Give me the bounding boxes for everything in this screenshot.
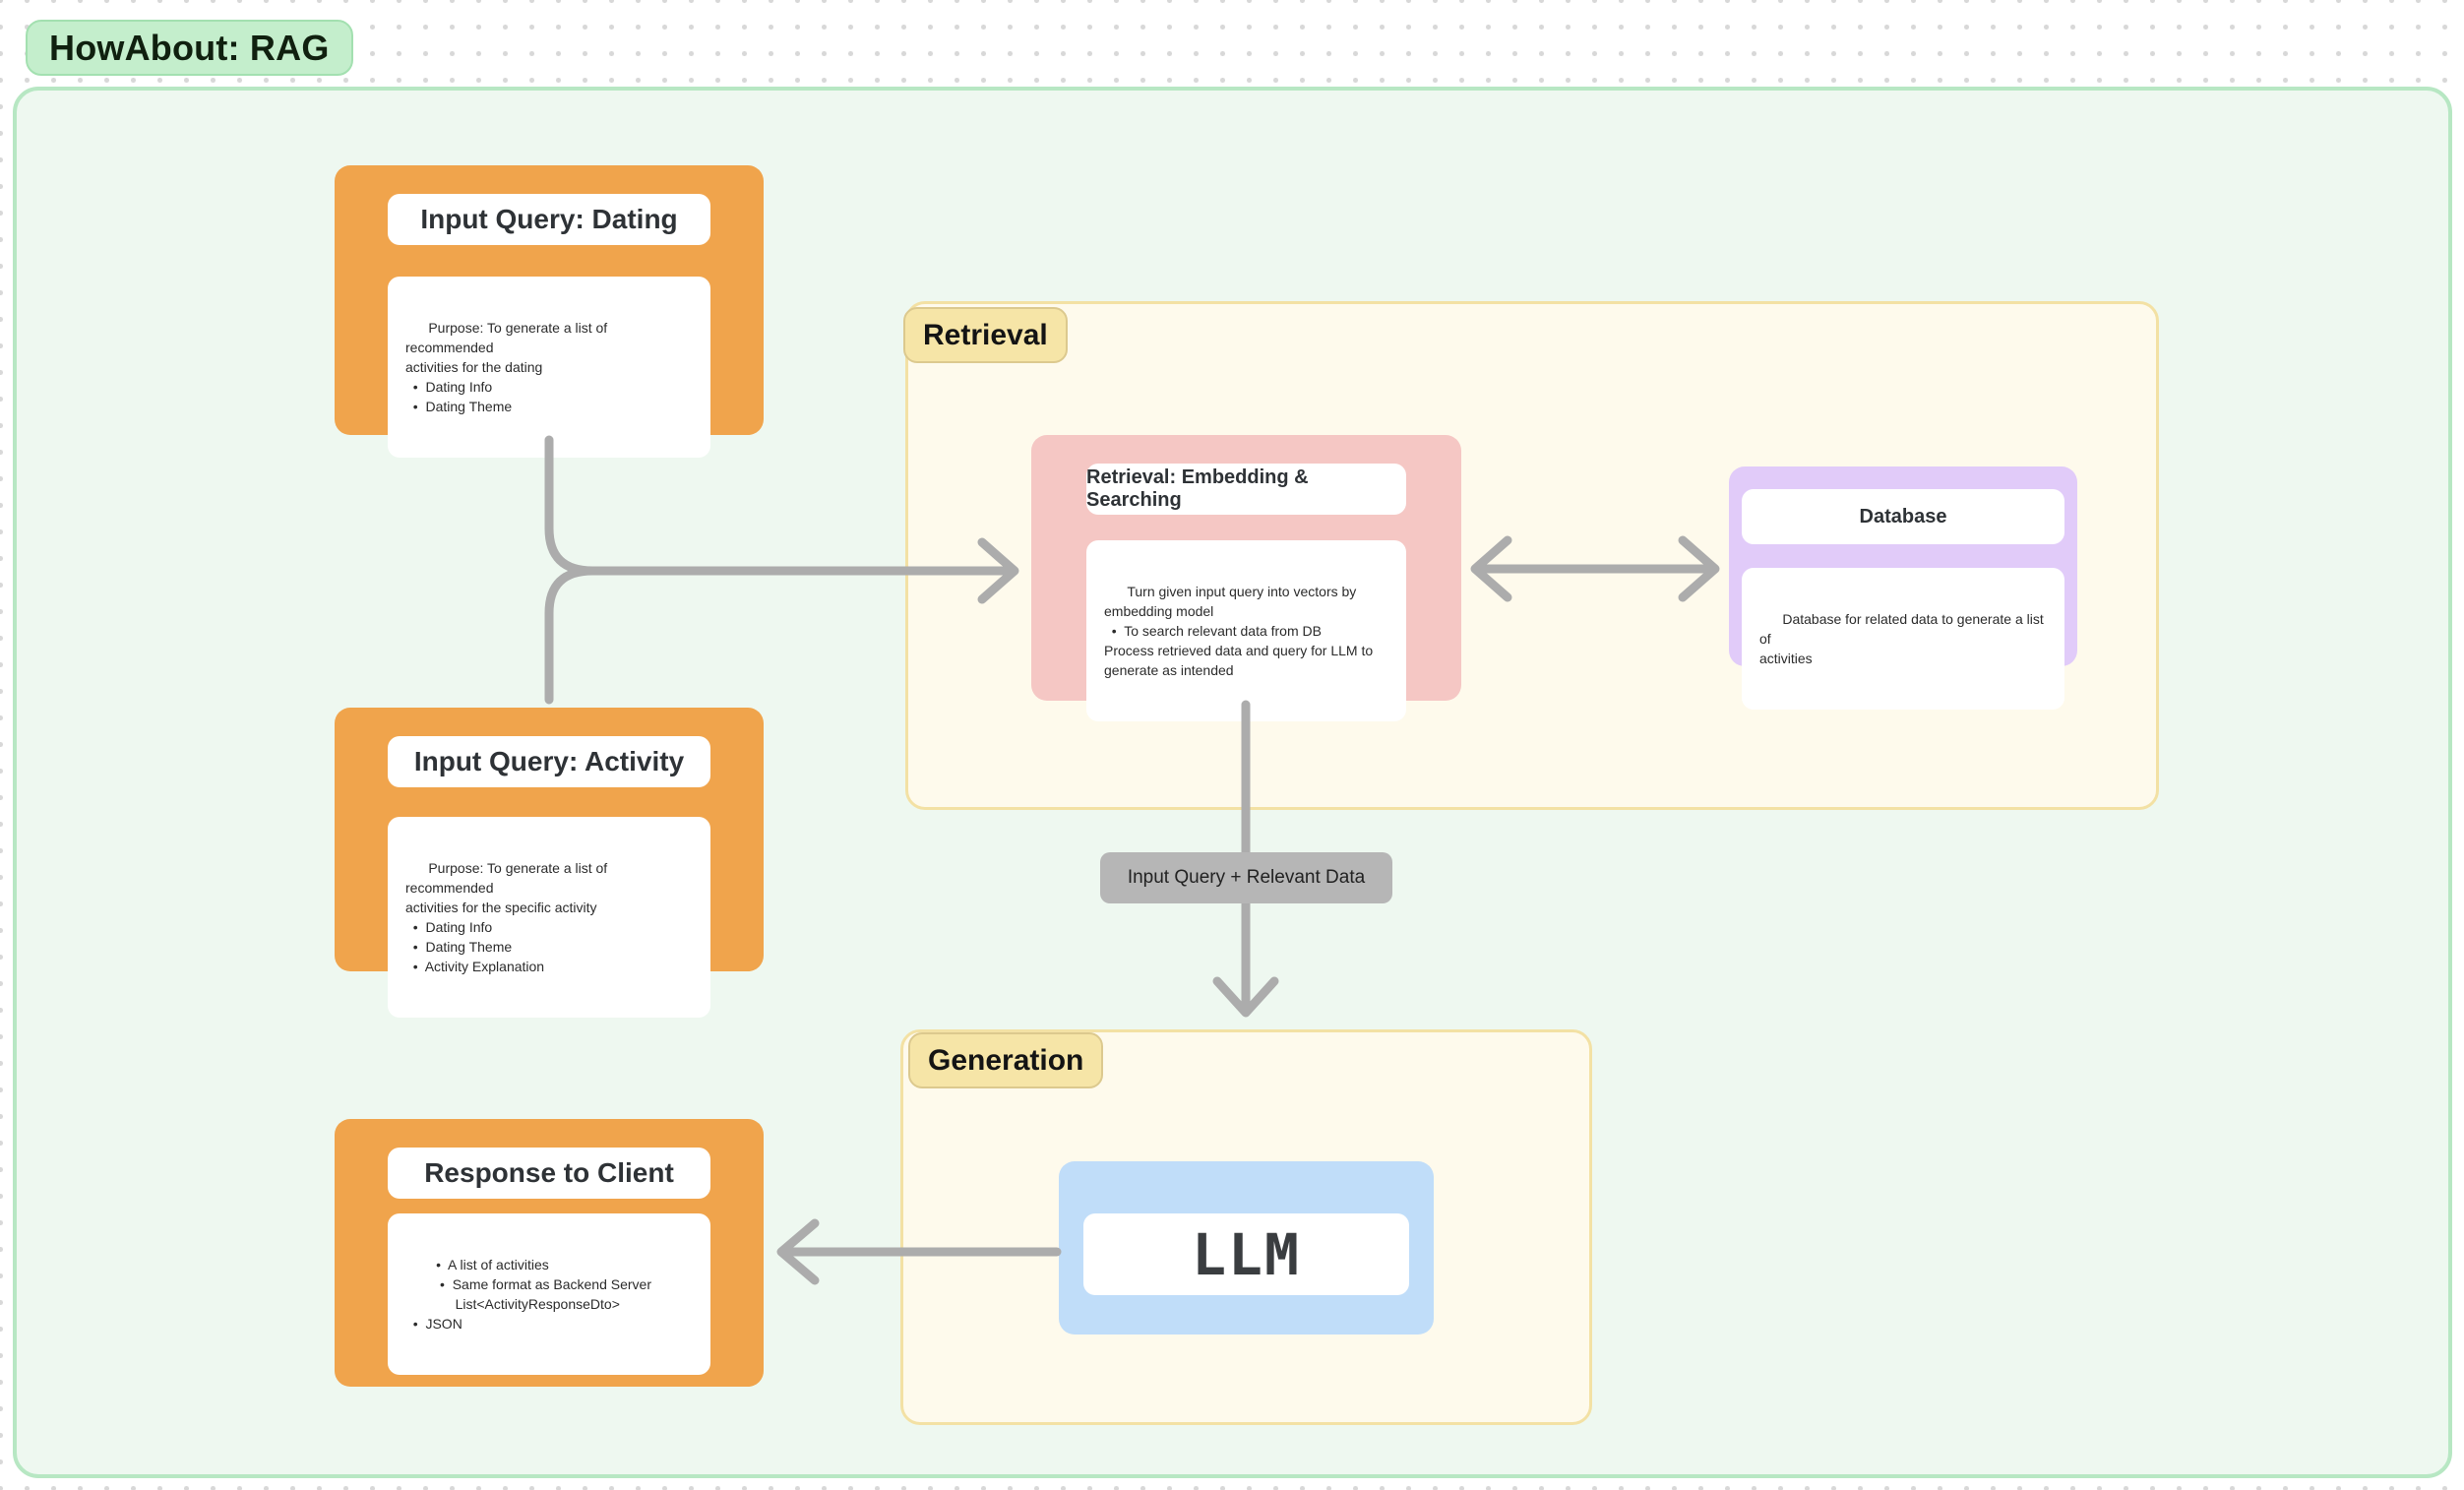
- node-body-text: Purpose: To generate a list of recommend…: [405, 320, 608, 414]
- board-title-text: HowAbout: RAG: [49, 27, 330, 68]
- node-title: Input Query: Activity: [413, 746, 685, 776]
- node-title-card: Retrieval: Embedding & Searching: [1086, 464, 1406, 515]
- node-title-card: Response to Client: [388, 1148, 710, 1199]
- node-body-text: Turn given input query into vectors by e…: [1104, 584, 1374, 678]
- node-title: Database: [1859, 505, 1947, 528]
- node-input-query-activity[interactable]: Input Query: Activity Purpose: To genera…: [335, 708, 764, 1018]
- section-generation-label[interactable]: Generation: [908, 1032, 1104, 1088]
- node-title: LLM: [1192, 1220, 1301, 1288]
- node-database[interactable]: Database Database for related data to ge…: [1729, 466, 2077, 710]
- connector-label-text: Input Query + Relevant Data: [1127, 867, 1366, 888]
- node-title: Response to Client: [424, 1157, 674, 1188]
- node-body-card: Purpose: To generate a list of recommend…: [388, 817, 710, 1018]
- section-label-text: Retrieval: [923, 318, 1048, 351]
- node-title-card: Database: [1742, 489, 2064, 544]
- node-title-card: LLM: [1083, 1213, 1409, 1295]
- node-llm[interactable]: LLM: [1059, 1161, 1434, 1335]
- board-title-tag[interactable]: HowAbout: RAG: [26, 20, 353, 76]
- node-body-text: Database for related data to generate a …: [1759, 611, 2044, 666]
- node-retrieval-embedding-searching[interactable]: Retrieval: Embedding & Searching Turn gi…: [1031, 435, 1461, 721]
- node-body-card: • A list of activities • Same format as …: [388, 1213, 710, 1375]
- node-title-card: Input Query: Activity: [388, 736, 710, 787]
- node-title-card: Input Query: Dating: [388, 194, 710, 245]
- section-label-text: Generation: [928, 1043, 1084, 1077]
- node-response-to-client[interactable]: Response to Client • A list of activitie…: [335, 1119, 764, 1387]
- section-retrieval-label[interactable]: Retrieval: [903, 307, 1068, 363]
- node-input-query-dating[interactable]: Input Query: Dating Purpose: To generate…: [335, 165, 764, 458]
- connector-label-input-query-relevant-data[interactable]: Input Query + Relevant Data: [1100, 852, 1392, 903]
- node-body-text: • A list of activities • Same format as …: [412, 1257, 652, 1332]
- node-body-card: Database for related data to generate a …: [1742, 568, 2064, 710]
- node-body-card: Turn given input query into vectors by e…: [1086, 540, 1406, 721]
- node-title: Retrieval: Embedding & Searching: [1086, 466, 1309, 511]
- node-body-text: Purpose: To generate a list of recommend…: [405, 860, 608, 974]
- node-body-card: Purpose: To generate a list of recommend…: [388, 277, 710, 458]
- node-title: Input Query: Dating: [420, 204, 678, 234]
